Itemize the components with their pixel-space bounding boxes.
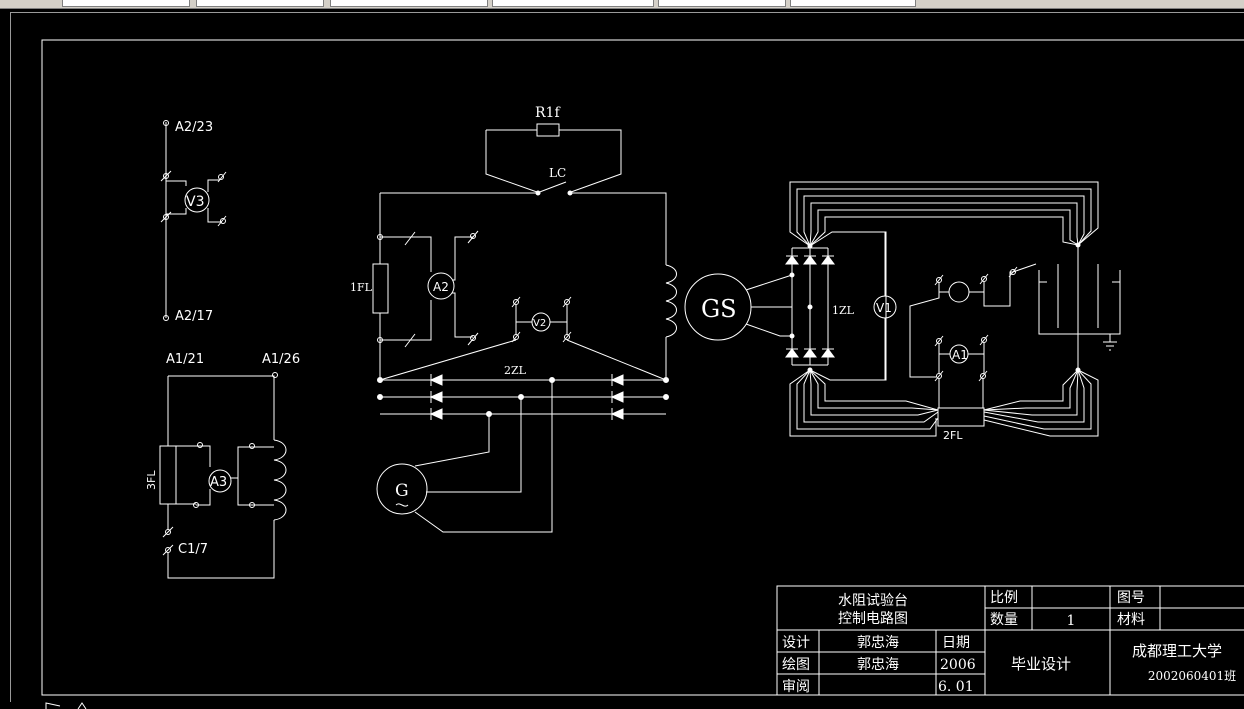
label-v2: V2 bbox=[533, 318, 546, 329]
label-c1-7: C1/7 bbox=[178, 542, 208, 557]
drawing-no-label: 图号 bbox=[1117, 590, 1145, 606]
water-resistor-tank bbox=[1038, 245, 1121, 370]
toolbar bbox=[0, 0, 1244, 9]
qty-value: 1 bbox=[1067, 613, 1076, 629]
3fl-shunt-resistor bbox=[159, 445, 177, 505]
a3-shunt-circuit bbox=[159, 372, 287, 579]
title-block-grid bbox=[776, 585, 1244, 696]
a3-coil bbox=[273, 439, 287, 521]
label-a2-23: A2/23 bbox=[175, 120, 213, 135]
label-a1-26: A1/26 bbox=[262, 352, 300, 367]
project-name: 毕业设计 bbox=[1011, 655, 1071, 673]
label-v3: V3 bbox=[186, 194, 204, 210]
drawing-border bbox=[41, 39, 1244, 696]
label-lc: LC bbox=[549, 166, 566, 180]
draw-name: 郭忠海 bbox=[857, 656, 899, 673]
sheet-frame bbox=[10, 12, 1244, 702]
lamp-symbol bbox=[948, 281, 970, 303]
toolbar-field[interactable] bbox=[790, 0, 916, 7]
label-g: G bbox=[395, 481, 409, 501]
qty-label: 数量 bbox=[990, 612, 1018, 628]
ucs-icon bbox=[45, 702, 87, 709]
toolbar-field[interactable] bbox=[62, 0, 190, 7]
ground-icon bbox=[1103, 334, 1117, 351]
a1-meter-circuit bbox=[909, 263, 1037, 427]
date-label: 日期 bbox=[942, 635, 970, 651]
field-coil bbox=[665, 264, 677, 338]
label-1fl: 1FL bbox=[350, 281, 373, 294]
1zl-rectifier-bridge bbox=[785, 247, 835, 366]
v3-meter-circuit bbox=[160, 120, 227, 321]
a3-meter-symbol bbox=[208, 469, 232, 493]
design-name: 郭忠海 bbox=[857, 634, 899, 651]
2fl-shunt-resistor bbox=[937, 407, 985, 427]
design-label: 设计 bbox=[782, 635, 810, 651]
1fl-shunt-resistor bbox=[372, 263, 389, 314]
generator-gs-field-coil bbox=[665, 264, 677, 380]
generator-gs bbox=[684, 273, 793, 341]
label-a2-17: A2/17 bbox=[175, 309, 213, 324]
class-name: 2002060401班 bbox=[1148, 669, 1236, 683]
label-2fl: 2FL bbox=[943, 429, 963, 442]
generator-g-symbol bbox=[376, 463, 428, 515]
title-line-1: 水阻试验台 bbox=[838, 593, 908, 609]
generator-g bbox=[376, 380, 553, 533]
scale-label: 比例 bbox=[990, 590, 1018, 606]
r1f-resistor bbox=[536, 123, 560, 137]
label-a2: A2 bbox=[433, 280, 449, 294]
fl1-a2-circuit bbox=[372, 193, 479, 380]
label-a3: A3 bbox=[210, 475, 227, 490]
v1-meter-circuit bbox=[873, 232, 897, 380]
label-2zl: 2ZL bbox=[504, 364, 527, 377]
r1f-lc-circuit bbox=[380, 123, 667, 265]
draw-label: 绘图 bbox=[782, 657, 810, 673]
v2-meter-circuit bbox=[379, 296, 667, 381]
toolbar-field[interactable] bbox=[196, 0, 324, 7]
title-line-2: 控制电路图 bbox=[838, 611, 908, 627]
toolbar-field[interactable] bbox=[492, 0, 654, 7]
label-3fl: 3FL bbox=[145, 470, 158, 490]
review-label: 审阅 bbox=[782, 679, 810, 695]
toolbar-field[interactable] bbox=[658, 0, 786, 7]
date-month-day: 6. 01 bbox=[938, 679, 974, 695]
school-name: 成都理工大学 bbox=[1132, 642, 1222, 660]
v3-meter-symbol bbox=[184, 187, 210, 213]
label-1zl: 1ZL bbox=[832, 304, 855, 317]
label-a1-21: A1/21 bbox=[166, 352, 204, 367]
material-label: 材料 bbox=[1117, 612, 1145, 628]
label-r1f: R1f bbox=[535, 105, 561, 121]
label-gs: GS bbox=[701, 295, 737, 323]
a2-meter-symbol bbox=[427, 272, 455, 300]
label-v1: V1 bbox=[876, 301, 892, 315]
label-a1: A1 bbox=[952, 348, 968, 362]
date-year: 2006 bbox=[940, 657, 976, 673]
toolbar-field[interactable] bbox=[330, 0, 488, 7]
2zl-rectifier-bridge bbox=[377, 374, 669, 420]
output-bus-fan bbox=[789, 181, 1099, 437]
